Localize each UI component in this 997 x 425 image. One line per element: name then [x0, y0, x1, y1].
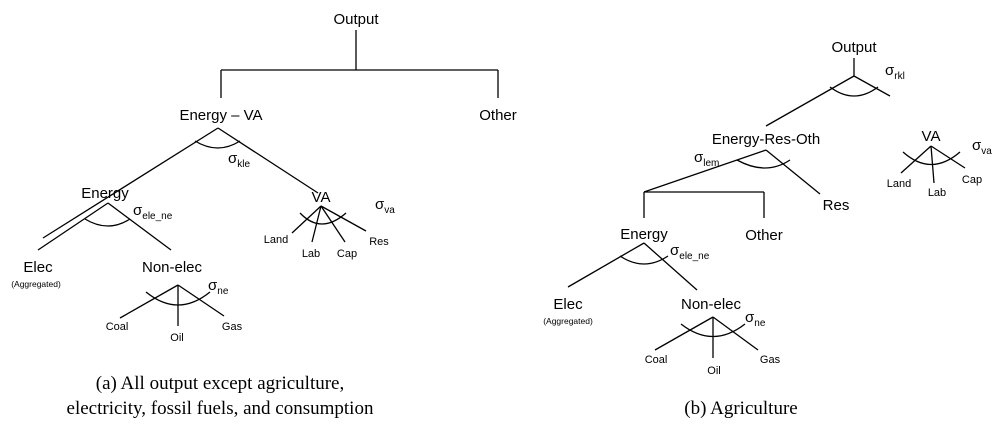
- panel-b-sigma-rkl: σrkl: [885, 62, 905, 82]
- panel-b-sigma-va: σva: [972, 137, 992, 157]
- panel-a-oil-label: Oil: [170, 332, 183, 344]
- panel-b-output-label: Output: [831, 39, 877, 56]
- panel-a-coal-label: Coal: [106, 321, 129, 333]
- panel-b-va-label: VA: [922, 128, 941, 145]
- panel-b-caption: (b) Agriculture: [684, 398, 797, 419]
- panel-a-elec-note: (Aggregated): [11, 279, 61, 289]
- panel-a-non-elec-label: Non-elec: [142, 259, 203, 276]
- panel-b-elec-note: (Aggregated): [543, 316, 593, 326]
- panel-b-gas-label: Gas: [760, 354, 781, 366]
- panel-a-sigma-ne: σne: [208, 277, 229, 297]
- panel-a-sigma-ele-ne: σele_ne: [133, 202, 173, 222]
- panel-b-sigma-lem: σlem: [694, 149, 719, 169]
- panel-a-caption-line2: electricity, fossil fuels, and consumpti…: [67, 398, 374, 419]
- panel-b-lab-label: Lab: [928, 187, 946, 199]
- panel-b-coal-label: Coal: [645, 354, 668, 366]
- panel-a-caption-line1: (a) All output except agriculture,: [96, 373, 345, 394]
- panel-a-gas-label: Gas: [222, 321, 243, 333]
- panel-b-energy-label: Energy: [620, 226, 668, 243]
- panel-a-sigma-va: σva: [375, 196, 395, 216]
- panel-b-sigma-ele-ne: σele_ne: [670, 242, 710, 262]
- panel-a-res-label: Res: [369, 236, 389, 248]
- panel-a-energy-va-label: Energy – VA: [179, 107, 262, 124]
- panel-b-tree: Output σrkl Energy-Res-Oth VA σva Land L…: [543, 39, 992, 419]
- panel-b-sigma-ne: σne: [745, 309, 766, 329]
- panel-a-va-label: VA: [312, 189, 331, 206]
- panel-b-elec-label: Elec: [553, 296, 583, 313]
- panel-a-elec-label: Elec: [23, 259, 53, 276]
- panel-a-lines: [37, 30, 499, 326]
- panel-a-cap-label: Cap: [337, 248, 357, 260]
- panel-b-oil-label: Oil: [707, 365, 720, 377]
- panel-b-energy-res-oth-label: Energy-Res-Oth: [712, 131, 820, 148]
- panel-b-cap-label: Cap: [962, 174, 982, 186]
- panel-b-res-label: Res: [823, 197, 850, 214]
- panel-a-other-label: Other: [479, 107, 517, 124]
- panel-b-non-elec-label: Non-elec: [681, 296, 742, 313]
- panel-b-lines: [567, 58, 966, 358]
- panel-b-other-label: Other: [745, 227, 783, 244]
- panel-b-land-label: Land: [887, 178, 911, 190]
- panel-a-land-label: Land: [264, 234, 288, 246]
- panel-a-output-label: Output: [333, 11, 379, 28]
- panel-a-energy-label: Energy: [81, 185, 129, 202]
- panel-a-tree: Output Energy – VA Other σkle Energy σel…: [11, 11, 517, 419]
- panel-a-lab-label: Lab: [302, 248, 320, 260]
- panel-a-sigma-kle: σkle: [228, 150, 250, 170]
